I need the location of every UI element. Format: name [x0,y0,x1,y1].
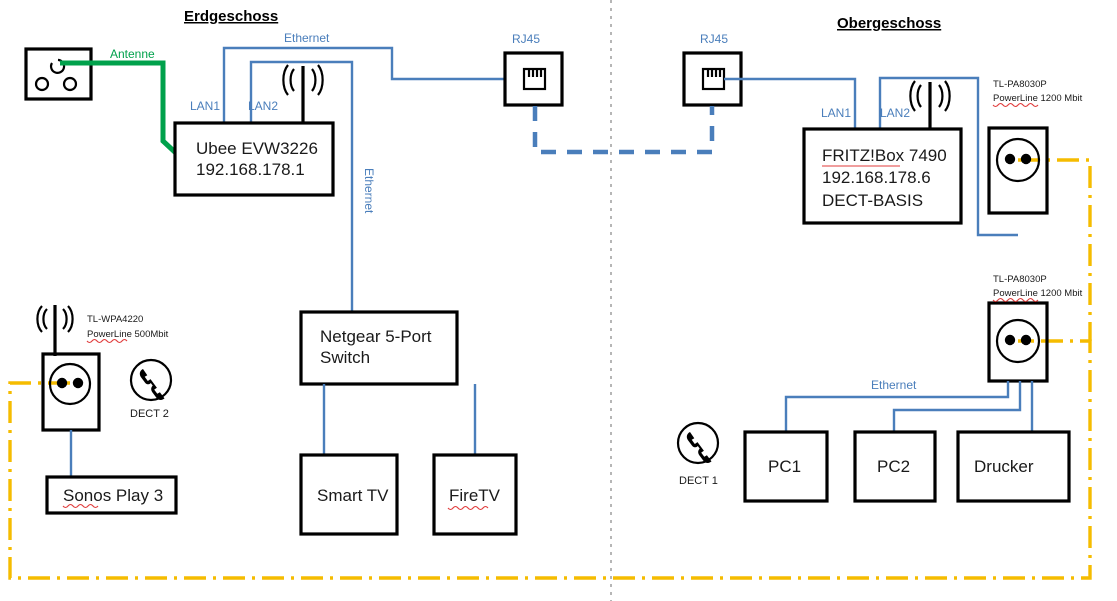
device-ubee-router[interactable] [173,121,335,197]
wifi-icon-fritz [909,80,951,130]
rj45-label-right: RJ45 [700,32,728,46]
device-pc1[interactable] [743,430,829,503]
powerline-circuit-top [1018,158,1092,341]
netgear-label-line1: Netgear 5-Port [320,327,432,346]
device-firetv[interactable] [432,453,518,536]
eth-powerline-to-pc1 [784,381,1010,432]
section-title-obergeschoss: Obergeschoss [837,15,941,32]
ethernet-label-vertical: Ethernet [362,168,376,214]
device-drucker[interactable] [956,430,1071,503]
lan1-label-og: LAN1 [821,106,851,120]
powerline-adapter-og-upper[interactable] [987,126,1049,215]
wpa4220-spellcheck-squiggle [86,338,128,344]
powerline-og-lower-spec: PowerLine 1200 Mbit [993,288,1083,299]
eth-lan2-to-netgear [249,60,354,315]
wifi-icon-ubee [282,64,324,123]
sonos-label: Sonos Play 3 [63,486,163,505]
ubee-label-ip: 192.168.178.1 [196,160,305,179]
powerline-adapter-og-lower[interactable] [987,301,1049,383]
antenna-label: Antenne [110,47,155,61]
antenna-port-ring-right-icon [62,76,78,92]
section-title-erdgeschoss: Erdgeschoss [184,8,278,25]
pc2-label: PC2 [877,457,910,476]
netgear-label-line2: Switch [320,348,370,367]
antenna-cable [60,60,180,157]
device-pc2[interactable] [853,430,937,503]
dect1-label: DECT 1 [679,475,718,487]
ethernet-label-og: Ethernet [871,378,917,392]
rj45-label-left: RJ45 [512,32,540,46]
pc1-label: PC1 [768,457,801,476]
device-fritzbox-router[interactable] [802,127,963,225]
lan2-label-og: LAN2 [880,106,910,120]
eth-inwall-dashed-link [532,106,715,155]
antenna-port-ring-left-icon [34,76,50,92]
device-sonos-play3[interactable] [45,475,178,515]
wifi-icon-wpa4220 [36,305,74,356]
ubee-label-model: Ubee EVW3226 [196,139,318,158]
device-smart-tv[interactable] [299,453,399,536]
powerline-og-upper-model: TL-PA8030P [993,79,1047,90]
smarttv-label: Smart TV [317,486,389,505]
firetv-spellcheck-squiggle [447,505,489,511]
powerline-adapter-wpa4220[interactable] [41,352,101,432]
dect2-phone-icon [129,358,173,402]
rj45-jack-left[interactable] [503,51,564,107]
powerline-og-lower-model: TL-PA8030P [993,274,1047,285]
fritz-label-ip: 192.168.178.6 [822,168,931,187]
fritz-label-model: FRITZ!Box 7490 [822,146,947,165]
device-netgear-switch[interactable] [299,310,459,386]
wpa4220-model: TL-WPA4220 [87,314,143,325]
eth-powerline-to-pc2 [892,381,1022,432]
dect1-phone-icon [676,421,720,465]
powerline-og-upper-squiggle [992,102,1039,108]
powerline-og-upper-spec: PowerLine 1200 Mbit [993,93,1083,104]
drucker-label: Drucker [974,457,1034,476]
powerline-circuit-bottom [8,339,1092,580]
fritz-label-dect: DECT-BASIS [822,191,923,210]
dect2-label: DECT 2 [130,408,169,420]
firetv-label: FireTV [449,486,501,505]
lan2-label-eg: LAN2 [248,99,278,113]
wpa4220-spec: PowerLine 500Mbit [87,329,169,340]
sonos-spellcheck-squiggle [62,503,99,509]
eth-rj45-right-to-fritz-lan1 [724,77,857,128]
powerline-og-lower-squiggle [992,297,1039,303]
lan1-label-eg: LAN1 [190,99,220,113]
antenna-wallplate-box [24,47,93,101]
eth-lan1-to-rj45-left [222,46,506,122]
eth-fritz-lan2-to-powerline [878,76,1018,237]
ethernet-label-top: Ethernet [284,31,330,45]
